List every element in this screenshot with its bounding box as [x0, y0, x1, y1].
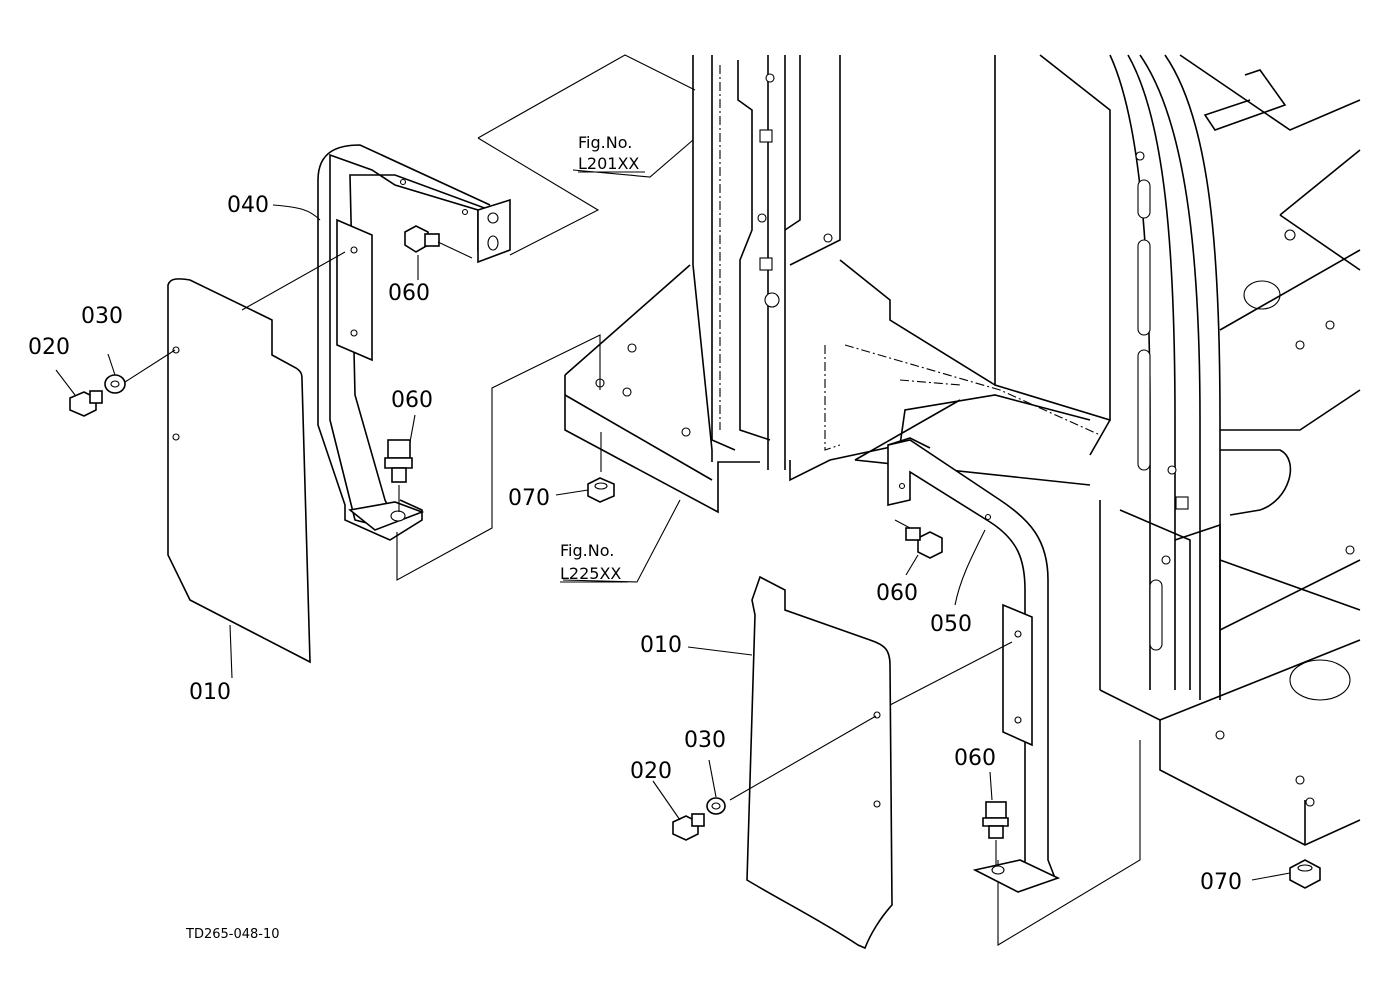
- nut-070-left: [587, 477, 615, 503]
- label-030-right: 030: [684, 728, 726, 753]
- bracket-040: [317, 144, 511, 541]
- bolt-060-lower-left: [384, 439, 413, 483]
- label-070-right: 070: [1200, 870, 1242, 895]
- bolt-020-left: [69, 390, 103, 417]
- label-010-left: 010: [189, 680, 231, 705]
- fig-ref-l225xx-code: L225XX: [560, 564, 621, 583]
- bolt-060-upper-right: [905, 527, 943, 559]
- fig-ref-l201xx-title: Fig.No.: [578, 133, 632, 152]
- label-020-right: 020: [630, 759, 672, 784]
- plate-010-right: [746, 575, 893, 950]
- bolt-060-lower-right: [982, 801, 1009, 839]
- leader-lines: [55, 139, 1291, 881]
- label-020-left: 020: [28, 335, 70, 360]
- washer-030-right: [706, 797, 726, 815]
- machine-frame: [477, 54, 1361, 846]
- label-040: 040: [227, 193, 269, 218]
- label-070-left: 070: [508, 486, 550, 511]
- label-050: 050: [930, 612, 972, 637]
- bracket-050: [887, 437, 1061, 893]
- label-030-left: 030: [81, 304, 123, 329]
- bolt-020-right: [672, 813, 705, 841]
- fig-ref-l201xx-code: L201XX: [578, 154, 639, 173]
- label-060-lower-right: 060: [954, 746, 996, 771]
- label-010-right: 010: [640, 633, 682, 658]
- fig-ref-l225xx-title: Fig.No.: [560, 541, 614, 560]
- label-060-upper-left: 060: [388, 281, 430, 306]
- washer-030-left: [104, 374, 126, 394]
- label-060-lower-left: 060: [391, 388, 433, 413]
- plate-010-left: [167, 278, 311, 664]
- bolt-060-upper-left: [404, 225, 440, 253]
- drawing-code: TD265-048-10: [185, 927, 280, 942]
- nut-070-right: [1289, 859, 1321, 889]
- label-060-upper-right: 060: [876, 581, 918, 606]
